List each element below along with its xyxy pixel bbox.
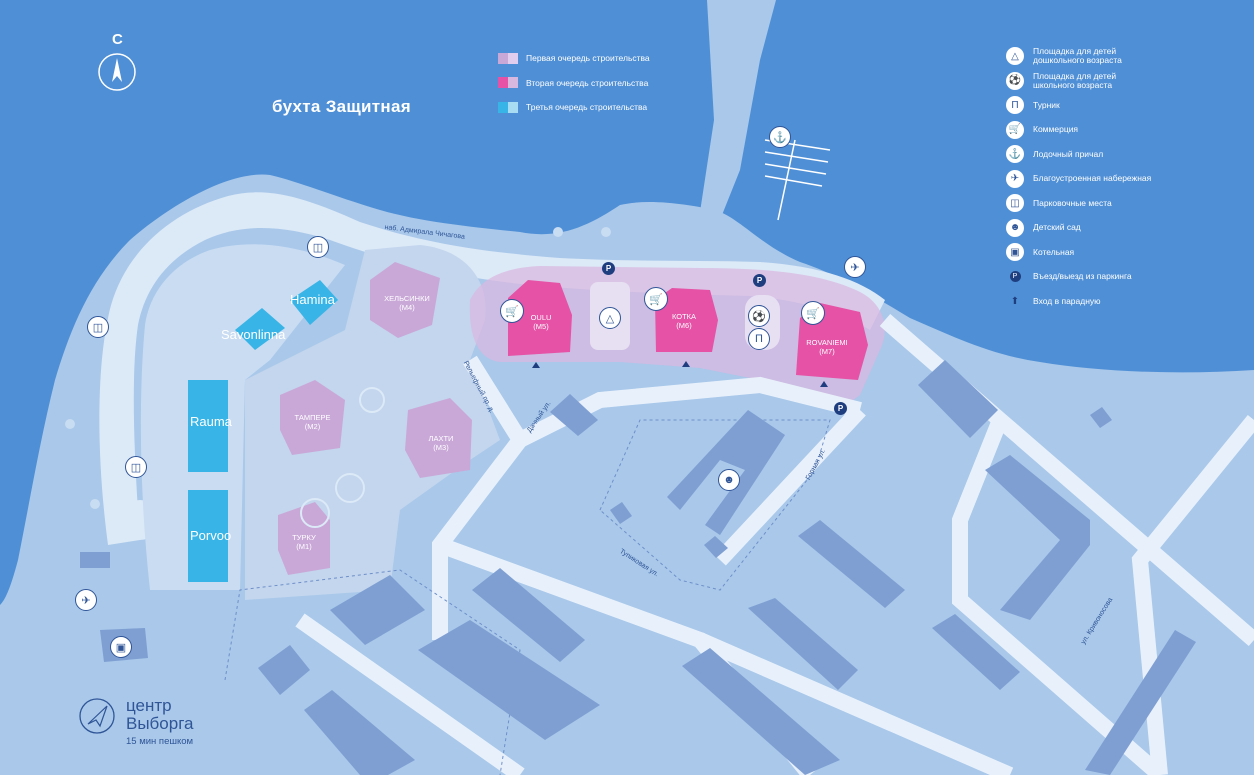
city-buildings [80,360,1196,775]
kindergarten-icon: ☻ [1006,218,1024,237]
city-center-subtitle: 15 мин пешком [126,736,194,747]
entrance-arrow-icon [820,381,828,387]
legend-item: ▣ Котельная [1006,240,1153,265]
phase3-buildings [188,280,338,582]
building-lahti-label[interactable]: ЛАХТИ(М3) [428,434,454,452]
parking-entry-icon[interactable]: P [834,402,847,415]
embankment-icon[interactable]: ✈ [844,256,866,278]
anchor-icon[interactable]: ⚓ [769,126,791,148]
legend-label: Парковочные места [1033,197,1112,208]
building-rauma-label[interactable]: Rauma [190,414,232,429]
legend-item: Π Турник [1006,93,1153,118]
legend-label: Котельная [1033,246,1075,257]
legend-label: Площадка для детей школьного возраста [1033,70,1117,90]
parking-icon[interactable]: ◫ [87,316,109,338]
bay-label: бухта Защитная [272,97,411,116]
building-oulu-label[interactable]: OULU(М5) [530,313,552,331]
child-playground-icon: △ [1006,47,1024,66]
legend-phase-label: Вторая очередь строительства [526,77,649,88]
kindergarten-icon[interactable]: ☻ [718,469,740,491]
entrance-arrow-icon [532,362,540,368]
legend-phase-label: Первая очередь строительства [526,53,650,64]
parking-entry-icon[interactable]: P [602,262,615,275]
legend-label: Турник [1033,99,1060,110]
building-hamina-label[interactable]: Hamina [290,292,335,307]
legend-label: Детский сад [1033,222,1081,233]
embankment-icon: ✈ [1006,169,1024,188]
phase1-swatch [498,52,518,64]
legend-item: ⚓ Лодочный причал [1006,142,1153,167]
legend-label: Коммерция [1033,124,1079,135]
legend-item: 🛒 Коммерция [1006,118,1153,143]
legend-label: Благоустроенная набережная [1033,173,1152,184]
horizontal-bar-icon: Π [1006,96,1024,115]
horizontal-bar-icon[interactable]: Π [748,328,770,350]
commerce-icon[interactable]: 🛒 [801,301,825,325]
legend-label: Вход в парадную [1033,295,1101,306]
phase1-buildings [278,262,472,575]
legend-item: ☻ Детский сад [1006,216,1153,241]
bay-water [0,0,1254,605]
boiler-icon: ▣ [1006,243,1024,262]
building-porvoo-label[interactable]: Porvoo [190,528,232,543]
school-playground-icon[interactable]: ⚽ [748,305,770,327]
legend-item: ✈ Благоустроенная набережная [1006,167,1153,192]
legend-phase-2: Вторая очередь строительства [498,71,650,96]
legend-item: P Въезд/выезд из паркинга [1006,265,1153,290]
embankment-icon[interactable]: ✈ [75,589,97,611]
legend-phase-1: Первая очередь строительства [498,46,650,71]
child-playground-icon[interactable]: △ [599,307,621,329]
school-playground-icon: ⚽ [1006,71,1024,90]
commerce-icon[interactable]: 🛒 [500,299,524,323]
north-label: С [112,31,123,48]
legend-label: Въезд/выезд из паркинга [1033,271,1132,282]
parking-entry-icon: P [1006,268,1024,286]
phase3-swatch [498,101,518,113]
boiler-icon[interactable]: ▣ [110,636,132,658]
building-turku-label[interactable]: ТУРКУ(М1) [292,533,316,551]
anchor-icon: ⚓ [1006,145,1024,164]
parking-entry-icon[interactable]: P [753,274,766,287]
legend-item: ⚽ Площадка для детей школьного возраста [1006,69,1153,94]
legend-label: Площадка для детей дошкольного возраста [1033,46,1122,66]
legend-item: △ Площадка для детей дошкольного возраста [1006,44,1153,69]
pier [764,139,831,221]
legend-phase-3: Третья очередь строительства [498,95,650,120]
building-kotka-label[interactable]: КОТКА(М6) [671,312,697,330]
parking-icon: ◫ [1006,194,1024,213]
compass-ring [98,53,136,91]
entrance-arrow-icon [682,361,690,367]
legend-label: Лодочный причал [1033,148,1104,159]
phase2-swatch [498,77,518,89]
icon-legend: △ Площадка для детей дошкольного возраста… [1006,44,1153,314]
legend-item: ⬆ Вход в парадную [1006,289,1153,314]
entrance-arrow-icon: ⬆ [1010,295,1020,307]
building-rovaniemi-label[interactable]: ROVANIEMI(М7) [806,338,848,356]
legend-phase-label: Третья очередь строительства [526,102,648,113]
phase-legend: Первая очередь строительства Вторая очер… [498,46,650,120]
parking-icon[interactable]: ◫ [307,236,329,258]
legend-item: ◫ Парковочные места [1006,191,1153,216]
compass-arrow [112,58,122,82]
building-helsinki-label[interactable]: ХЕЛЬСИНКИ(М4) [384,294,430,312]
building-savonlinna-label[interactable]: Savonlinna [221,327,286,342]
commerce-icon: 🛒 [1006,120,1024,139]
canal [700,0,776,215]
commerce-icon[interactable]: 🛒 [644,287,668,311]
building-tampere-label[interactable]: ТАМПЕРЕ(М2) [294,413,331,431]
parking-icon[interactable]: ◫ [125,456,147,478]
